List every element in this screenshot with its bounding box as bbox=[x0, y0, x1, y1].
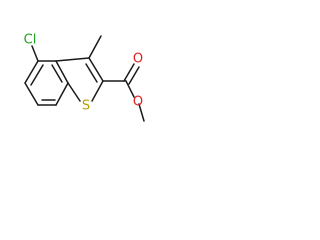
bond-carbonyl-o-double-a bbox=[123, 63, 135, 82]
bond-c3-methyl bbox=[88, 35, 102, 59]
bond-carbonyl-o-single bbox=[125, 80, 135, 98]
carbonyl-oxygen-label: O bbox=[133, 52, 143, 67]
bond-c3-c2 bbox=[88, 57, 104, 82]
bond-c3a-c3 bbox=[55, 57, 90, 62]
bond-c7a-c3a-inner bbox=[51, 64, 63, 83]
benzothiophene-structure: Cl S O O bbox=[24, 33, 145, 122]
bond-o-methyl bbox=[138, 103, 145, 122]
bond-c4-cl bbox=[31, 45, 39, 62]
ester-oxygen-label: O bbox=[133, 95, 143, 110]
bond-s-c7a bbox=[67, 82, 81, 102]
bond-c3-c2-inner bbox=[85, 63, 98, 83]
bond-c2-s bbox=[91, 80, 104, 102]
bond-c7a-c3a bbox=[55, 60, 69, 84]
bond-c7-c7a bbox=[55, 82, 69, 106]
substituents bbox=[31, 35, 145, 122]
bond-c4-c5 bbox=[24, 60, 39, 84]
bond-c5-c6 bbox=[24, 82, 39, 106]
chlorine-atom-label: Cl bbox=[24, 33, 37, 48]
sulfur-atom-label: S bbox=[82, 99, 90, 114]
benzene-ring bbox=[24, 60, 69, 106]
bond-carbonyl-o-double-b bbox=[128, 66, 140, 85]
thiophene-ring bbox=[55, 57, 104, 102]
bond-c5-c5-inner bbox=[30, 64, 44, 86]
